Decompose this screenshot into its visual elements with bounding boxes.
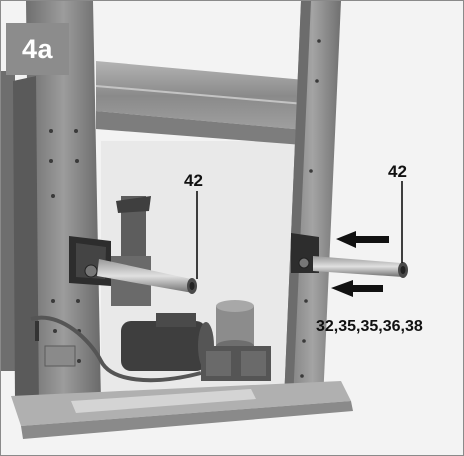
part-callout-left-arm: 42 bbox=[184, 171, 203, 190]
left-upright bbox=[26, 1, 101, 411]
parts-list-callout: 32,35,35,36,38 bbox=[316, 318, 423, 335]
figure-label: 4a bbox=[6, 23, 69, 75]
arrow-left-icon bbox=[331, 280, 383, 297]
right-arm bbox=[313, 256, 403, 277]
arrow-left-icon bbox=[336, 231, 389, 248]
right-bracket bbox=[291, 233, 319, 273]
part-callout-right-arm: 42 bbox=[388, 162, 407, 181]
left-arm bbox=[97, 259, 193, 293]
